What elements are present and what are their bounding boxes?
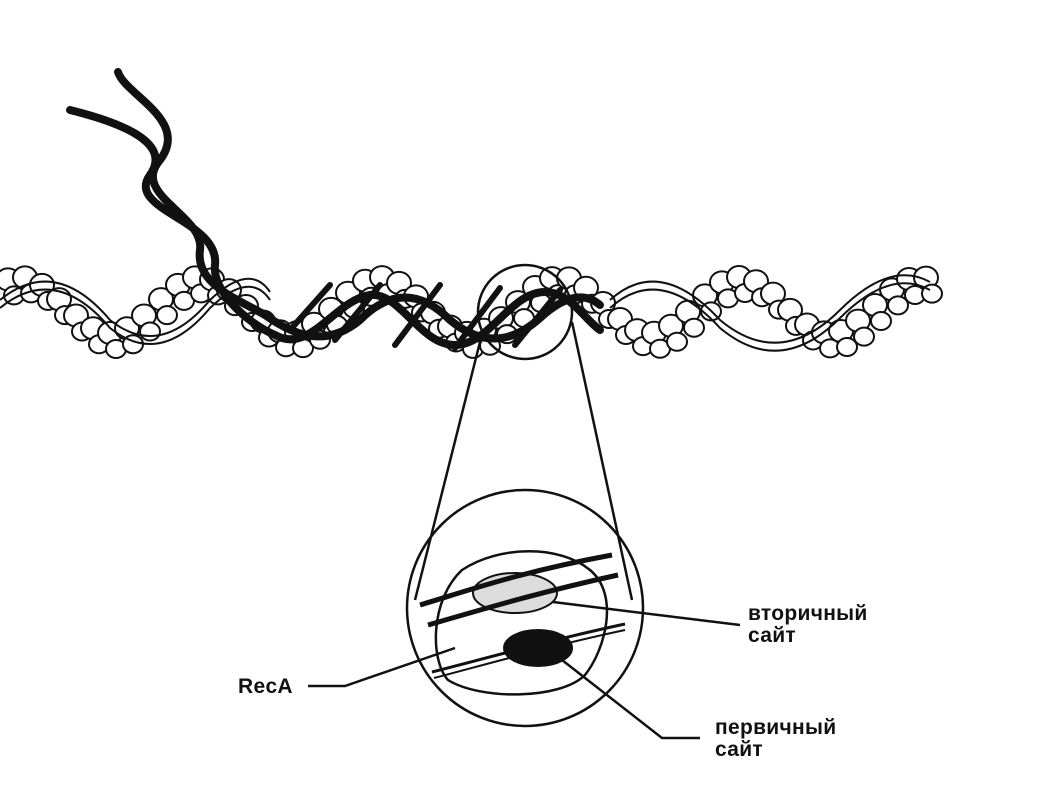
reca-bead bbox=[836, 336, 858, 357]
reca-bead bbox=[870, 311, 892, 331]
reca-bead bbox=[683, 317, 705, 338]
leader-lines bbox=[308, 600, 741, 740]
duplex-dna-crossings bbox=[287, 282, 563, 351]
primary-site-label: первичный сайт bbox=[715, 716, 837, 761]
filament-inner-strands bbox=[0, 274, 931, 352]
reca-subunit-enlarged bbox=[419, 550, 626, 696]
magnifier bbox=[405, 263, 645, 728]
reca-bead bbox=[853, 326, 875, 347]
reca-bead bbox=[666, 331, 688, 352]
secondary-site-label: вторичный сайт bbox=[748, 602, 868, 647]
reca-bead bbox=[139, 321, 161, 342]
reca-bead bbox=[887, 295, 909, 316]
reca-label: RecA bbox=[238, 675, 293, 698]
reca-bead bbox=[156, 305, 178, 326]
